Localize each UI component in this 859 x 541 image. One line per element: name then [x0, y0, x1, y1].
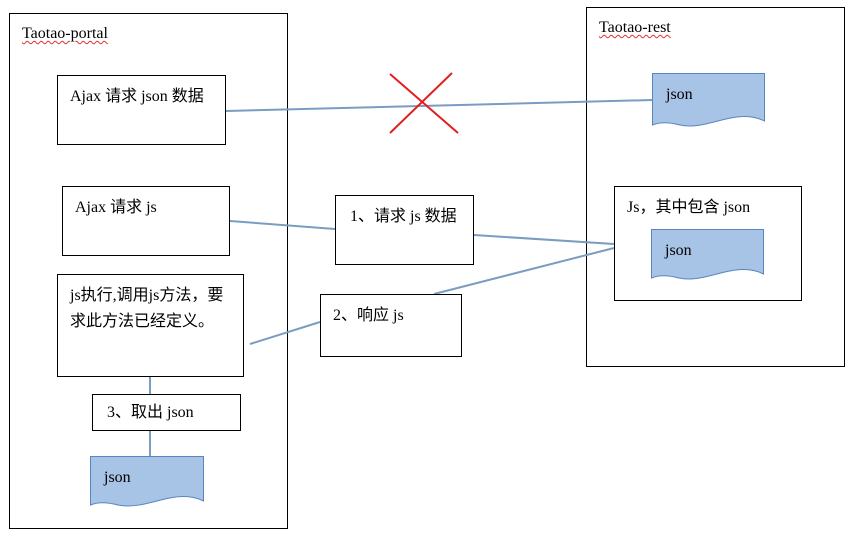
js-exec-box: js执行,调用js方法，要求此方法已经定义。	[57, 274, 244, 377]
ajax-json-request-box: Ajax 请求 json 数据	[57, 75, 226, 145]
inner-json-document: json	[651, 229, 764, 282]
rest-json-document: json	[652, 73, 765, 129]
portal-json-document: json	[90, 456, 204, 509]
blocked-cross-stroke-1	[389, 73, 459, 134]
request-js-data-label: 1、请求 js 数据	[350, 208, 457, 225]
js-contains-json-label: Js，其中包含 json	[627, 199, 751, 216]
blocked-cross-stroke-2	[389, 72, 453, 134]
take-out-json-box: 3、取出 json	[92, 394, 241, 431]
take-out-json-label: 3、取出 json	[107, 404, 194, 421]
portal-title: Taotao-portal	[22, 25, 108, 42]
request-js-data-box: 1、请求 js 数据	[335, 195, 474, 265]
ajax-js-request-label: Ajax 请求 js	[75, 199, 157, 216]
respond-js-label: 2、响应 js	[333, 307, 404, 324]
document-shape-icon	[651, 229, 764, 280]
rest-title: Taotao-rest	[599, 19, 671, 36]
inner-json-label: json	[665, 242, 692, 259]
ajax-json-request-label: Ajax 请求 json 数据	[70, 88, 204, 105]
rest-json-label: json	[666, 86, 693, 103]
respond-js-box: 2、响应 js	[320, 294, 462, 357]
document-shape-icon	[652, 73, 765, 127]
js-exec-label: js执行,调用js方法，要求此方法已经定义。	[70, 287, 224, 330]
js-contains-json-box: Js，其中包含 json	[614, 186, 802, 301]
portal-json-label: json	[104, 469, 131, 486]
ajax-js-request-box: Ajax 请求 js	[62, 186, 230, 256]
document-shape-icon	[90, 456, 204, 507]
